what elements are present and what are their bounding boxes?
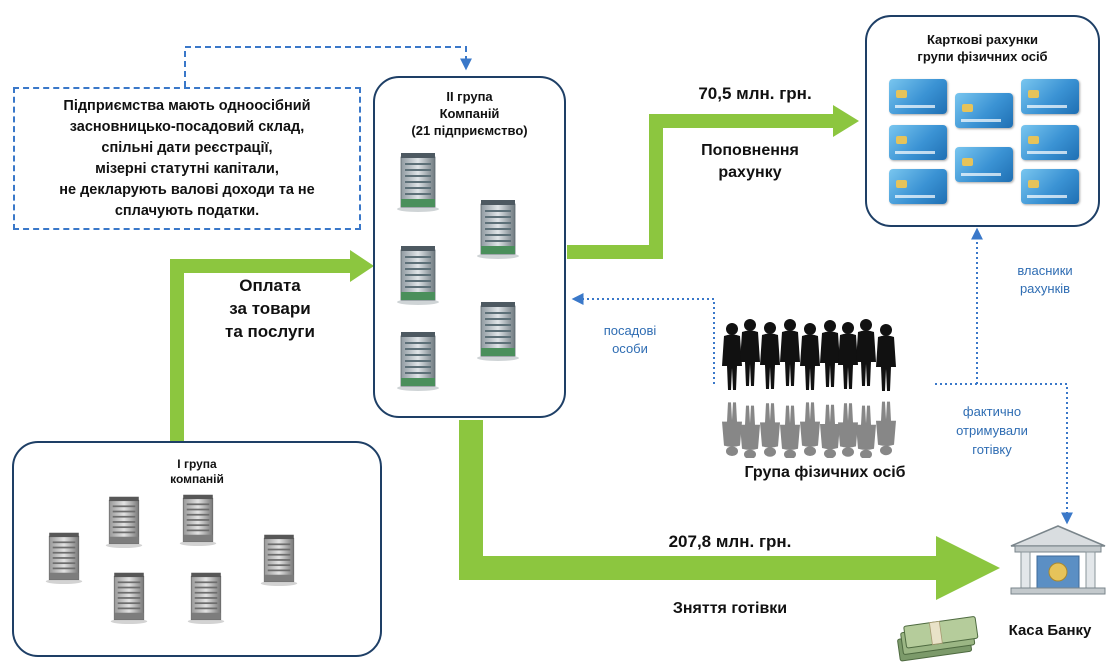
group-1-title: І група компаній (14, 457, 380, 487)
officials-label-line: посадові (603, 323, 657, 338)
office-building-icon (476, 199, 520, 260)
companies-note: Підприємства мають одноосібний засновниц… (13, 87, 361, 230)
group-2-title-line: (21 підприємство) (411, 123, 528, 138)
cash-actual-label-line: фактично (962, 404, 1022, 419)
office-building-icon (260, 534, 298, 587)
replenish-label: Поповнення рахунку (680, 140, 820, 184)
bank-card-icon (889, 125, 947, 160)
withdrawal-label: Зняття готівки (672, 600, 788, 617)
bank-card-icon (889, 169, 947, 204)
group-2-title-line: ІІ група (446, 89, 493, 104)
group-2-title: ІІ група Компаній (21 підприємство) (375, 88, 564, 139)
office-building-icon (396, 152, 440, 213)
bank-label: Каса Банку (1008, 622, 1092, 639)
bank-card-icon (1021, 79, 1079, 114)
owners-label-line: власники (1017, 263, 1073, 278)
officials-link (571, 293, 715, 384)
payment-label-line: за товари (229, 299, 311, 318)
cash-actual-label: фактично отримували готівку (942, 402, 1042, 459)
group-1-title-line: компаній (170, 472, 224, 486)
bank-card-icon (955, 147, 1013, 182)
money-stack-icon (897, 616, 979, 662)
card-accounts-title-line: Карткові рахунки (926, 32, 1039, 47)
card-accounts-box: Карткові рахунки групи фізичних осіб (865, 15, 1100, 227)
card-accounts-title: Карткові рахунки групи фізичних осіб (867, 31, 1098, 65)
office-building-icon (45, 532, 83, 585)
office-building-icon (105, 496, 143, 549)
note-line: спільні дати реєстрації, (101, 139, 273, 156)
office-building-icon (396, 245, 440, 306)
payment-label-line: Оплата (239, 276, 301, 295)
cash-actual-label-line: готівку (972, 442, 1012, 457)
person-silhouette-icon (722, 319, 896, 391)
note-line: сплачують податки. (114, 202, 260, 219)
owners-label: власники рахунків (1000, 262, 1090, 298)
people-group-label: Група фізичних осіб (744, 464, 906, 481)
people-group-illustration (722, 319, 896, 458)
bank-icon (1010, 525, 1106, 595)
replenish-arrow (567, 105, 859, 259)
office-building-icon (476, 301, 520, 362)
payment-label-line: та послуги (225, 322, 315, 341)
cash-actual-label-line: отримували (956, 423, 1028, 438)
card-accounts-title-line: групи фізичних осіб (917, 49, 1048, 64)
note-link (184, 46, 472, 87)
people-reflection (722, 401, 896, 458)
replenish-label-line: рахунку (718, 164, 782, 181)
note-line: засновницько-посадовий склад, (69, 118, 305, 135)
payment-label: Оплата за товари та послуги (200, 274, 340, 343)
amount-bottom-label: 207,8 млн. грн. (668, 532, 792, 551)
group-2-title-line: Компаній (439, 106, 500, 121)
group-1-title-line: І група (177, 457, 217, 471)
amount-top-label: 70,5 млн. грн. (698, 84, 812, 103)
office-building-icon (396, 331, 440, 392)
replenish-label-line: Поповнення (701, 142, 799, 159)
group-1-box: І група компаній (12, 441, 382, 657)
owners-label-line: рахунків (1019, 281, 1071, 296)
office-building-icon (187, 572, 225, 625)
cash-received-link (935, 383, 1073, 525)
note-line: не декларують валові доходи та не (59, 181, 315, 198)
note-line: Підприємства мають одноосібний (63, 97, 311, 114)
payment-arrow (170, 250, 374, 448)
bank-card-icon (955, 93, 1013, 128)
office-building-icon (179, 494, 217, 547)
note-line: мізерні статутні капітали, (95, 160, 279, 177)
office-building-icon (110, 572, 148, 625)
bank-card-icon (1021, 125, 1079, 160)
group-2-box: ІІ група Компаній (21 підприємство) (373, 76, 566, 418)
bank-card-icon (1021, 169, 1079, 204)
bank-card-icon (889, 79, 947, 114)
withdrawal-arrow (459, 420, 1000, 600)
officials-label: посадові особи (590, 322, 670, 358)
officials-label-line: особи (612, 341, 648, 356)
